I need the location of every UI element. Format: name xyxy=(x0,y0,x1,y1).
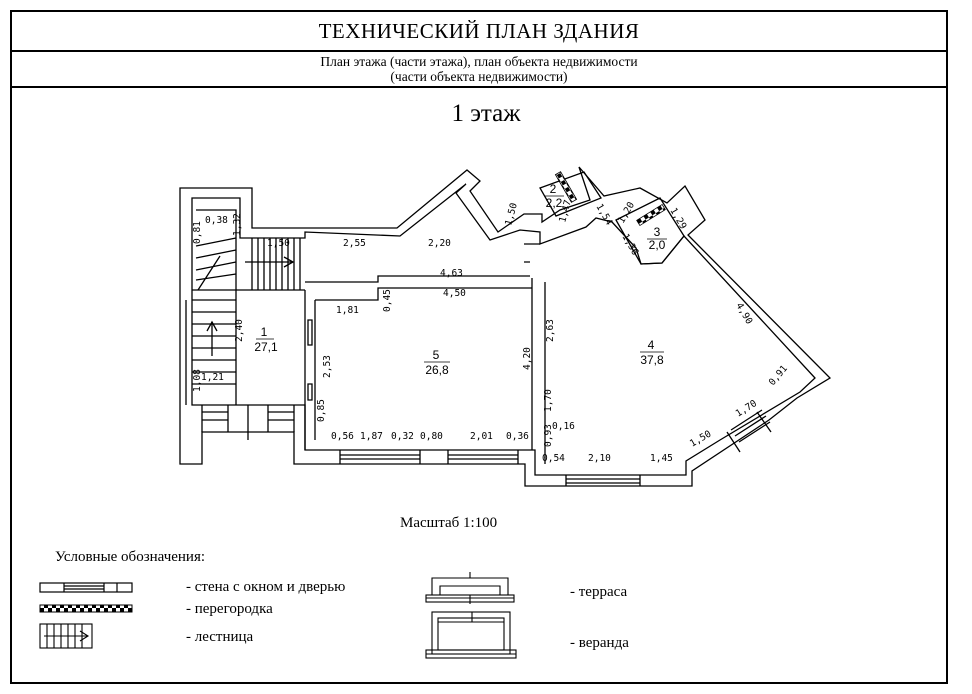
dim-1-50a: 1,50 xyxy=(267,238,290,249)
dim-0-45: 0,45 xyxy=(382,289,393,312)
room-1-label: 1 27,1 xyxy=(254,325,278,354)
room-2-walls xyxy=(539,171,602,217)
dim-2-10: 2,10 xyxy=(588,453,611,464)
dim-2-63: 2,63 xyxy=(545,319,556,342)
legend-terrace-icon xyxy=(425,572,515,604)
legend-terrace-label: - терраса xyxy=(570,584,628,600)
floor-label: 1 этаж xyxy=(451,100,521,127)
room-4-label: 4 37,8 xyxy=(640,338,664,367)
legend-stairs-icon xyxy=(39,623,93,649)
dim-4-63: 4,63 xyxy=(440,268,463,279)
dim-0-32: 0,32 xyxy=(391,431,414,442)
room-5-label: 5 26,8 xyxy=(424,348,450,377)
dim-1-87: 1,87 xyxy=(360,431,383,442)
legend-veranda-icon xyxy=(425,611,517,659)
dim-0-38: 0,38 xyxy=(205,215,228,226)
dim-1-45: 1,45 xyxy=(650,453,673,464)
dim-1-70a: 1,70 xyxy=(543,389,554,412)
dim-0-81: 0,81 xyxy=(192,221,203,244)
svg-text:4: 4 xyxy=(648,338,655,352)
dim-1-32: 1,32 xyxy=(232,213,243,236)
dim-0-54: 0,54 xyxy=(542,453,565,464)
legend-partition-icon xyxy=(39,604,133,613)
room-3-walls xyxy=(615,197,685,265)
svg-text:3: 3 xyxy=(654,225,661,239)
svg-text:2,2: 2,2 xyxy=(546,196,563,210)
dim-0-36: 0,36 xyxy=(506,431,529,442)
dim-4-50: 4,50 xyxy=(443,288,466,299)
drawing-frame xyxy=(10,88,948,684)
dim-0-93: 0,93 xyxy=(543,424,554,447)
plan-title: ТЕХНИЧЕСКИЙ ПЛАН ЗДАНИЯ xyxy=(10,10,948,50)
legend-wall-window-door-icon xyxy=(39,582,133,593)
svg-text:1: 1 xyxy=(261,325,268,339)
staircase xyxy=(192,289,237,405)
subtitle-line-2: (части объекта недвижимости) xyxy=(390,69,568,84)
dim-2-55: 2,55 xyxy=(343,238,366,249)
svg-text:37,8: 37,8 xyxy=(640,353,664,367)
dim-1-08: 1,08 xyxy=(192,369,203,392)
svg-text:5: 5 xyxy=(433,348,440,362)
legend-partition-label: - перегородка xyxy=(186,601,273,617)
room-3-label: 3 2,0 xyxy=(647,225,667,252)
svg-text:26,8: 26,8 xyxy=(425,363,449,377)
dim-1-21: 1,21 xyxy=(201,372,224,383)
dim-2-01: 2,01 xyxy=(470,431,493,442)
plan-subtitle: План этажа (части этажа), план объекта н… xyxy=(10,50,948,88)
scale-label: Масштаб 1:100 xyxy=(400,515,498,531)
svg-text:2: 2 xyxy=(550,182,557,196)
dim-4-20: 4,20 xyxy=(522,347,533,370)
dim-2-53: 2,53 xyxy=(322,355,333,378)
dim-2-40: 2,40 xyxy=(234,319,245,342)
svg-text:27,1: 27,1 xyxy=(254,340,278,354)
dimension-labels: 0,81 0,38 1,32 1,50 2,55 2,20 1,50 1,47 … xyxy=(192,199,790,464)
legend-veranda-label: - веранда xyxy=(570,635,629,651)
legend-stairs-label: - лестница xyxy=(186,629,254,645)
dim-0-80: 0,80 xyxy=(420,431,443,442)
dim-1-81: 1,81 xyxy=(336,305,359,316)
subtitle-line-1: План этажа (части этажа), план объекта н… xyxy=(320,54,638,69)
dim-2-20: 2,20 xyxy=(428,238,451,249)
dim-0-85: 0,85 xyxy=(316,399,327,422)
dim-0-56: 0,56 xyxy=(331,431,354,442)
dim-0-16: 0,16 xyxy=(552,421,575,432)
legend-wall-window-door-label: - стена с окном и дверью xyxy=(186,579,346,595)
legend-title: Условные обозначения: xyxy=(55,549,206,565)
outer-wall-contour xyxy=(179,166,832,487)
room-2-label: 2 2,2 xyxy=(544,182,564,210)
svg-text:2,0: 2,0 xyxy=(649,238,666,252)
